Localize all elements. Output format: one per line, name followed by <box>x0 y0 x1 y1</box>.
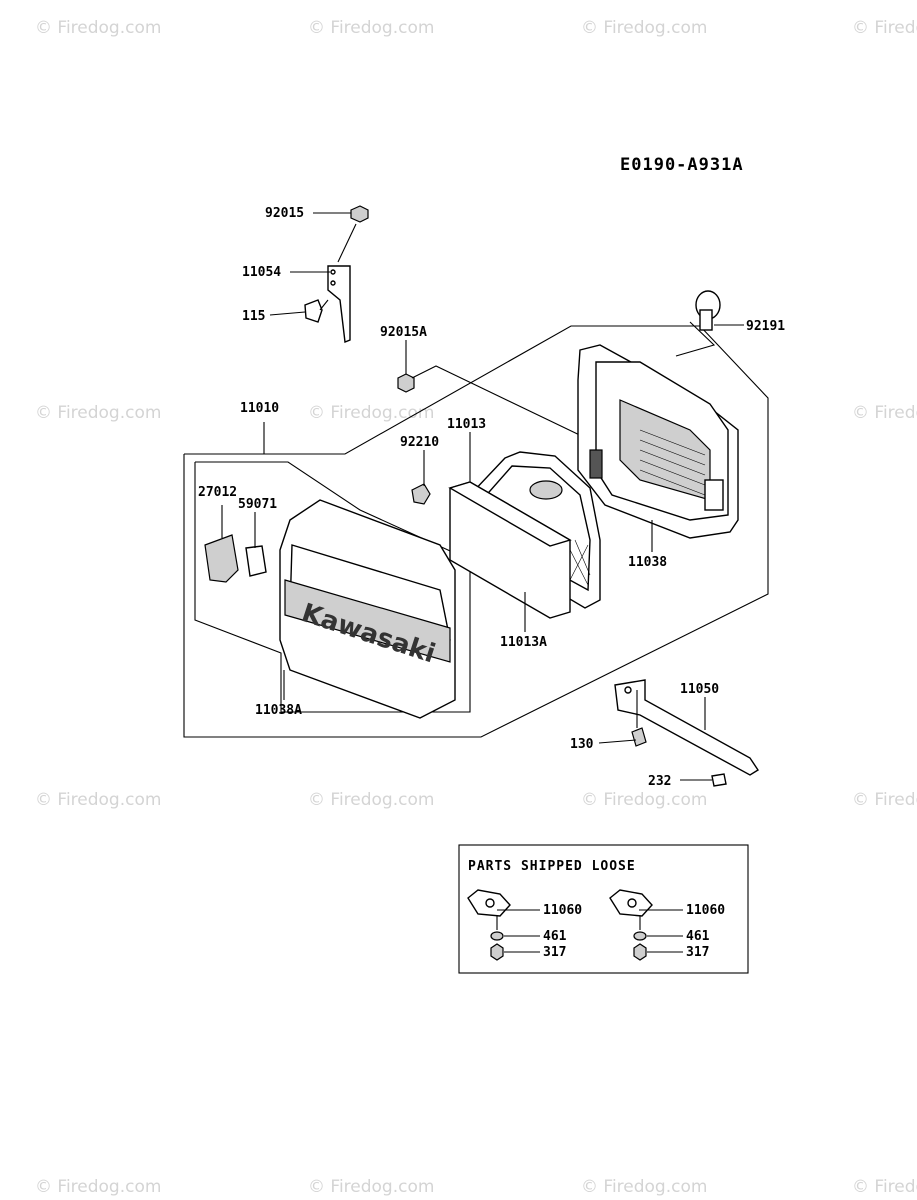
watermark: © Firedog.com <box>35 403 161 423</box>
label-11060: 11060 <box>543 903 582 918</box>
label-461: 461 <box>686 929 710 944</box>
nut-317 <box>490 943 504 961</box>
latch-27012 <box>204 505 267 583</box>
watermark: © Firedog.com <box>35 18 161 38</box>
clip-92210 <box>411 483 431 505</box>
watermark: © Firedog.com <box>35 1177 161 1197</box>
watermark: © Firedog.com <box>852 790 917 810</box>
watermark: © Firedog.com <box>581 790 707 810</box>
label-92210: 92210 <box>400 435 439 450</box>
label-11013A: 11013A <box>500 635 547 650</box>
nut-92015 <box>350 205 369 223</box>
watermark: © Firedog.com <box>308 403 434 423</box>
breather-92191 <box>675 290 721 357</box>
bolt-130 <box>631 727 647 747</box>
watermark: © Firedog.com <box>35 790 161 810</box>
watermark: © Firedog.com <box>852 1177 917 1197</box>
part-labels: 92015 11054 115 92015A 92191 11010 11013… <box>198 206 785 789</box>
label-11050: 11050 <box>680 682 719 697</box>
label-317: 317 <box>543 945 566 960</box>
label-59071: 59071 <box>238 497 277 512</box>
washer-461 <box>490 931 504 941</box>
label-27012: 27012 <box>198 485 237 500</box>
bolt-115 <box>304 299 323 323</box>
label-11038: 11038 <box>628 555 667 570</box>
label-92015A: 92015A <box>380 325 427 340</box>
bracket-11054 <box>304 205 369 343</box>
label-317: 317 <box>686 945 709 960</box>
watermark: © Firedog.com <box>852 403 917 423</box>
watermark: © Firedog.com <box>581 18 707 38</box>
label-11060: 11060 <box>686 903 725 918</box>
nut-317 <box>633 943 647 961</box>
watermark: © Firedog.com <box>581 1177 707 1197</box>
label-11054: 11054 <box>242 265 281 280</box>
leader-lines <box>263 212 744 781</box>
watermark: © Firedog.com <box>308 1177 434 1197</box>
assembly-outline <box>183 325 769 738</box>
label-11038A: 11038A <box>255 703 302 718</box>
bracket-11050 <box>614 679 759 787</box>
cover-11038A: Kawasaki <box>279 499 456 719</box>
label-115: 115 <box>242 309 265 324</box>
watermark: © Firedog.com <box>308 18 434 38</box>
label-11010: 11010 <box>240 401 279 416</box>
loose-box-title: PARTS SHIPPED LOOSE <box>468 859 636 874</box>
watermarks: © Firedog.com © Firedog.com © Firedog.co… <box>35 18 917 1197</box>
base-11038 <box>577 344 739 539</box>
watermark: © Firedog.com <box>308 790 434 810</box>
label-232: 232 <box>648 774 671 789</box>
label-461: 461 <box>543 929 567 944</box>
parts-shipped-loose-box: PARTS SHIPPED LOOSE 11060 461 317 11060 … <box>458 844 749 974</box>
label-130: 130 <box>570 737 594 752</box>
diagram-code: E0190-A931A <box>620 155 744 175</box>
screw-232 <box>711 773 727 787</box>
label-92015: 92015 <box>265 206 304 221</box>
nut-92015A <box>397 373 415 393</box>
washer-461 <box>633 931 647 941</box>
label-92191: 92191 <box>746 319 785 334</box>
watermark: © Firedog.com <box>852 18 917 38</box>
label-11013: 11013 <box>447 417 486 432</box>
